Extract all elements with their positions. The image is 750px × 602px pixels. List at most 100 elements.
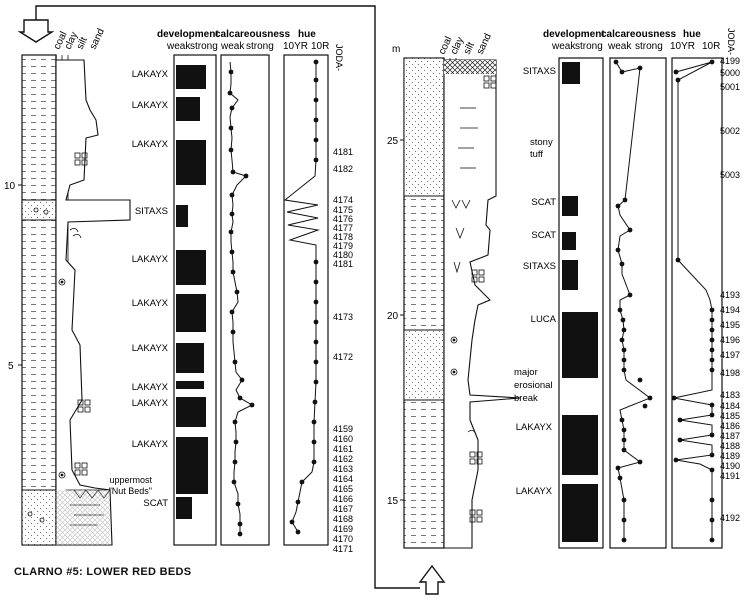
development-weak: weak bbox=[166, 41, 191, 52]
left-soil-name-11: SCAT bbox=[143, 498, 168, 509]
down-arrow-icon bbox=[17, 19, 55, 43]
svg-text:4184: 4184 bbox=[720, 401, 740, 411]
hue-header: hue bbox=[298, 29, 316, 40]
hue-10r-r: 10R bbox=[702, 41, 720, 52]
left-development-column bbox=[173, 54, 217, 546]
development-header-r: development bbox=[543, 29, 605, 40]
svg-text:4169: 4169 bbox=[333, 524, 353, 534]
stony-tuff-line-1: stony bbox=[530, 137, 553, 148]
connector-arrow bbox=[35, 5, 420, 589]
svg-text:4192: 4192 bbox=[720, 513, 740, 523]
calcareousness-header-r: calcareousness bbox=[601, 29, 676, 40]
hue-10yr: 10YR bbox=[283, 41, 308, 52]
svg-text:4162: 4162 bbox=[333, 454, 353, 464]
left-soil-name-2: LAKAYX bbox=[132, 100, 169, 111]
left-calcareousness-column bbox=[220, 54, 270, 546]
left-soil-name-10: LAKAYX bbox=[132, 439, 169, 450]
svg-text:4176: 4176 bbox=[333, 214, 353, 224]
joda-header: JODA- bbox=[334, 44, 344, 71]
right-soil-name-3: SCAT bbox=[531, 230, 556, 241]
svg-text:4180: 4180 bbox=[333, 250, 353, 260]
svg-text:5002: 5002 bbox=[720, 126, 740, 136]
grain-label-silt-r: silt bbox=[462, 40, 477, 56]
up-arrow-icon bbox=[418, 564, 446, 595]
development-header: development bbox=[157, 29, 219, 40]
right-lithology-column bbox=[403, 57, 521, 549]
grain-label-silt: silt bbox=[75, 35, 90, 51]
left-soil-names: LAKAYX LAKAYX LAKAYX SITAXS LAKAYX LAKAY… bbox=[109, 69, 169, 509]
svg-text:4191: 4191 bbox=[720, 471, 740, 481]
joda-header-r: JODA- bbox=[726, 28, 736, 55]
svg-text:4167: 4167 bbox=[333, 504, 353, 514]
svg-text:4171: 4171 bbox=[333, 544, 353, 554]
svg-text:4193: 4193 bbox=[720, 290, 740, 300]
right-soil-names: SITAXS SCAT SCAT SITAXS LUCA LAKAYX LAKA… bbox=[514, 66, 557, 497]
nut-beds-line-1: uppermost bbox=[109, 475, 152, 485]
nodule-symbols-right bbox=[469, 75, 497, 523]
right-development-column bbox=[558, 57, 604, 549]
development-weak-r: weak bbox=[551, 41, 576, 52]
svg-text:4199: 4199 bbox=[720, 56, 740, 66]
svg-text:4194: 4194 bbox=[720, 305, 740, 315]
svg-text:4166: 4166 bbox=[333, 494, 353, 504]
left-soil-name-6: LAKAYX bbox=[132, 298, 169, 309]
left-soil-name-1: LAKAYX bbox=[132, 69, 169, 80]
hue-10yr-r: 10YR bbox=[670, 41, 695, 52]
calc-strong: strong bbox=[246, 41, 274, 52]
svg-text:4174: 4174 bbox=[333, 195, 353, 205]
svg-text:4159: 4159 bbox=[333, 424, 353, 434]
svg-text:4163: 4163 bbox=[333, 464, 353, 474]
grain-label-sand: sand bbox=[88, 27, 107, 51]
calc-weak: weak bbox=[220, 41, 245, 52]
left-soil-name-9: LAKAYX bbox=[132, 398, 169, 409]
calc-weak-r: weak bbox=[607, 41, 632, 52]
svg-text:4189: 4189 bbox=[720, 451, 740, 461]
erosional-break-line-3: break bbox=[514, 393, 538, 404]
svg-text:4187: 4187 bbox=[720, 431, 740, 441]
depth-label-25: 25 bbox=[387, 136, 399, 147]
svg-text:5000: 5000 bbox=[720, 68, 740, 78]
left-soil-name-3: LAKAYX bbox=[132, 139, 169, 150]
right-hue-column bbox=[671, 57, 723, 549]
svg-text:4178: 4178 bbox=[333, 232, 353, 242]
development-strong-r: strong bbox=[575, 41, 603, 52]
left-depth-ticks: 10 5 bbox=[4, 181, 22, 372]
svg-text:4181: 4181 bbox=[333, 147, 353, 157]
right-soil-name-1: SITAXS bbox=[523, 66, 556, 77]
left-soil-name-8: LAKAYX bbox=[132, 382, 169, 393]
erosional-break-line-2: erosional bbox=[514, 380, 553, 391]
svg-text:4197: 4197 bbox=[720, 350, 740, 360]
hue-10r: 10R bbox=[311, 41, 329, 52]
meters-label: m bbox=[392, 44, 400, 55]
svg-text:4173: 4173 bbox=[333, 312, 353, 322]
svg-text:4160: 4160 bbox=[333, 434, 353, 444]
svg-text:4182: 4182 bbox=[333, 164, 353, 174]
left-lithology-column bbox=[21, 54, 131, 546]
right-soil-name-5: LUCA bbox=[531, 314, 557, 325]
left-soil-name-7: LAKAYX bbox=[132, 343, 169, 354]
right-soil-name-2: SCAT bbox=[531, 197, 556, 208]
grain-label-sand-r: sand bbox=[475, 32, 494, 56]
depth-label-5: 5 bbox=[8, 361, 14, 372]
svg-text:4190: 4190 bbox=[720, 461, 740, 471]
hue-header-r: hue bbox=[683, 29, 701, 40]
svg-text:4165: 4165 bbox=[333, 484, 353, 494]
left-soil-name-5: LAKAYX bbox=[132, 254, 169, 265]
svg-text:4172: 4172 bbox=[333, 352, 353, 362]
svg-text:4175: 4175 bbox=[333, 205, 353, 215]
nodule-symbols bbox=[74, 152, 91, 476]
left-header: coal clay silt sand development weak str… bbox=[52, 27, 344, 71]
svg-text:4195: 4195 bbox=[720, 320, 740, 330]
svg-text:4181: 4181 bbox=[333, 259, 353, 269]
svg-text:4183: 4183 bbox=[720, 390, 740, 400]
svg-text:4164: 4164 bbox=[333, 474, 353, 484]
stony-tuff-line-2: tuff bbox=[530, 149, 543, 160]
svg-text:5003: 5003 bbox=[720, 170, 740, 180]
svg-text:4188: 4188 bbox=[720, 441, 740, 451]
svg-text:4179: 4179 bbox=[333, 241, 353, 251]
depth-label-10: 10 bbox=[4, 181, 16, 192]
svg-text:4196: 4196 bbox=[720, 335, 740, 345]
svg-text:4186: 4186 bbox=[720, 421, 740, 431]
right-soil-name-6: LAKAYX bbox=[516, 422, 553, 433]
